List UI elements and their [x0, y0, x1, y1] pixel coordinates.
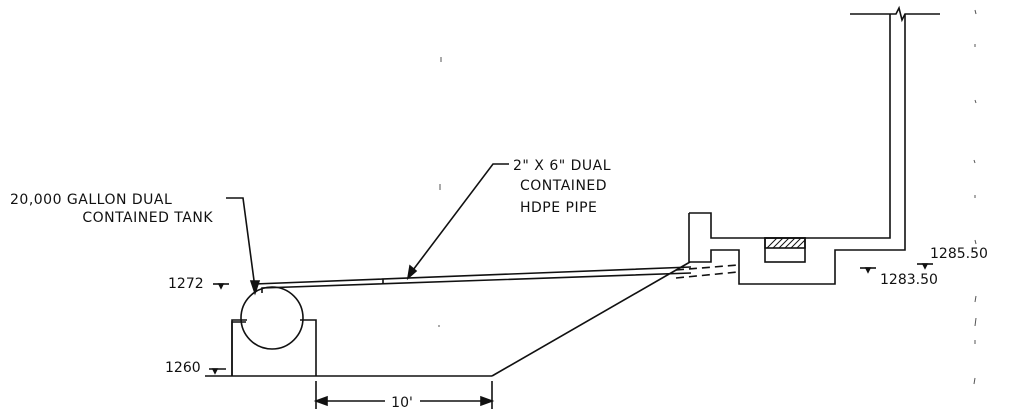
pipe-label-line1: 2" X 6" DUAL	[513, 158, 611, 174]
tank-leader-arrow	[249, 280, 261, 296]
elevation-1260: 1260	[165, 360, 201, 376]
dim-arrow-left	[313, 395, 328, 407]
tank-label-line2: CONTAINED TANK	[82, 210, 213, 226]
dim-arrow-right	[480, 395, 495, 407]
structure-outline	[688, 14, 906, 285]
elevation-1285-50: 1285.50	[930, 246, 988, 262]
pipe-dashed-lower	[675, 271, 739, 279]
pipe-dashed-upper	[675, 264, 739, 271]
dimension-label: 10'	[391, 395, 413, 411]
pipe-label-line2: CONTAINED	[520, 178, 607, 194]
pipe-leader-arrow	[406, 264, 418, 281]
elev-marker-1285	[917, 263, 933, 270]
tank-label-line1: 20,000 GALLON DUAL	[10, 192, 172, 208]
scan-specks	[438, 9, 977, 385]
elev-marker-1283	[860, 267, 876, 274]
elevation-1283-50: 1283.50	[880, 272, 938, 288]
elevation-1272: 1272	[168, 276, 204, 292]
break-line	[850, 5, 940, 23]
pipe-lower-line	[261, 272, 692, 293]
elev-marker-1272	[213, 283, 229, 290]
tank-leader	[226, 197, 256, 289]
pipe-leader	[409, 163, 509, 275]
tank-saddle	[231, 319, 317, 376]
elev-marker-1260	[209, 368, 226, 375]
grate-hatch	[766, 237, 806, 249]
tank-circle	[240, 286, 304, 350]
pipe-label-line3: HDPE PIPE	[520, 200, 597, 216]
excavation-slope	[491, 261, 691, 377]
